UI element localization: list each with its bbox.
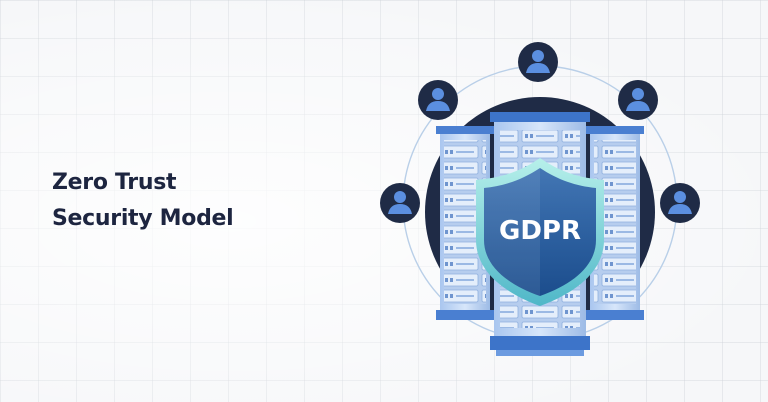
server-rack-left bbox=[436, 126, 494, 320]
user-node-right bbox=[660, 183, 700, 223]
headline-line-2: Security Model bbox=[52, 206, 234, 231]
headline: Zero Trust Security Model bbox=[52, 165, 234, 237]
user-icon bbox=[668, 191, 692, 214]
user-icon bbox=[526, 50, 550, 73]
user-icon bbox=[626, 88, 650, 111]
shield-label: GDPR bbox=[499, 216, 581, 246]
user-node-upper-left bbox=[418, 80, 458, 120]
user-node-upper-right bbox=[618, 80, 658, 120]
shield-icon: GDPR bbox=[476, 158, 604, 306]
user-node-top bbox=[518, 42, 558, 82]
headline-line-1: Zero Trust bbox=[52, 170, 177, 195]
user-icon bbox=[388, 191, 412, 214]
user-node-left bbox=[380, 183, 420, 223]
user-icon bbox=[426, 88, 450, 111]
